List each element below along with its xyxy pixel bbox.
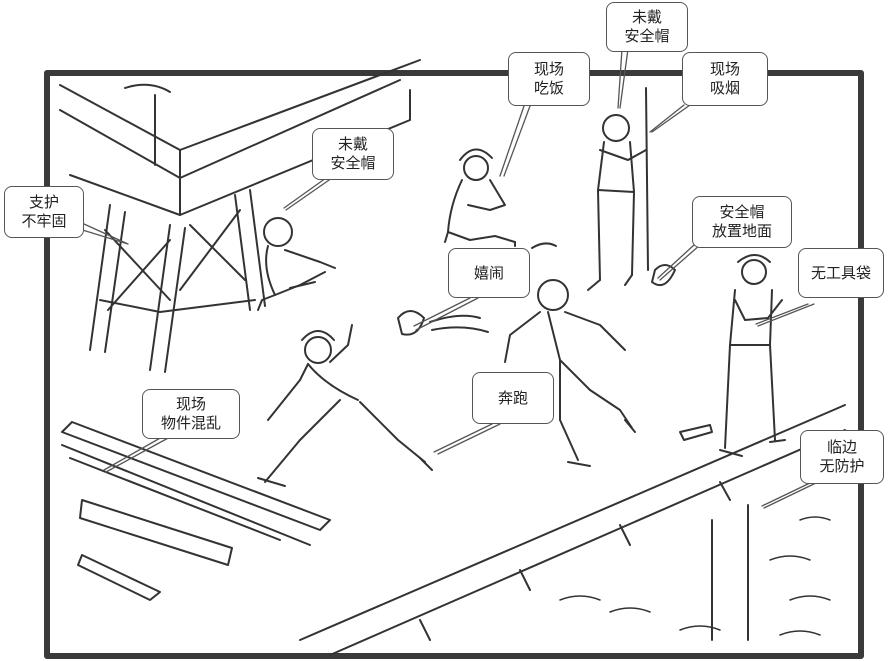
running-worker-left-figure	[257, 324, 433, 487]
callout-no-edge-protection: 临边 无防护	[800, 430, 884, 484]
scattered-materials-figure	[61, 421, 331, 601]
callout-messy-materials: 现场 物件混乱	[142, 389, 240, 439]
callout-no-tool-bag: 无工具袋	[798, 248, 884, 298]
eating-worker-figure	[444, 148, 557, 249]
sitting-worker-figure	[257, 217, 336, 311]
callout-eating-onsite: 现场 吃饭	[508, 52, 590, 106]
water-waves-figure	[559, 516, 831, 636]
shoes-on-ground-figure	[679, 424, 713, 441]
callout-helmet-on-ground: 安全帽 放置地面	[692, 196, 792, 248]
thrown-helmet-figure	[397, 310, 489, 336]
picture-frame	[44, 70, 864, 659]
callout-leader-lines	[75, 48, 819, 509]
callout-running: 奔跑	[472, 372, 554, 424]
callout-no-helmet-sitting: 未戴 安全帽	[312, 128, 394, 180]
callout-horseplay: 嬉闹	[448, 248, 530, 298]
platform-edge-figure	[299, 404, 846, 656]
running-worker-right-figure	[504, 279, 636, 467]
tool-worker-figure	[719, 254, 786, 457]
callout-no-helmet-top: 未戴 安全帽	[606, 2, 688, 52]
braced-platform-structure	[59, 59, 421, 373]
callout-unstable-support: 支护 不牢固	[4, 186, 84, 238]
smoking-worker-figure	[587, 87, 676, 291]
callout-smoking-onsite: 现场 吸烟	[682, 52, 768, 106]
